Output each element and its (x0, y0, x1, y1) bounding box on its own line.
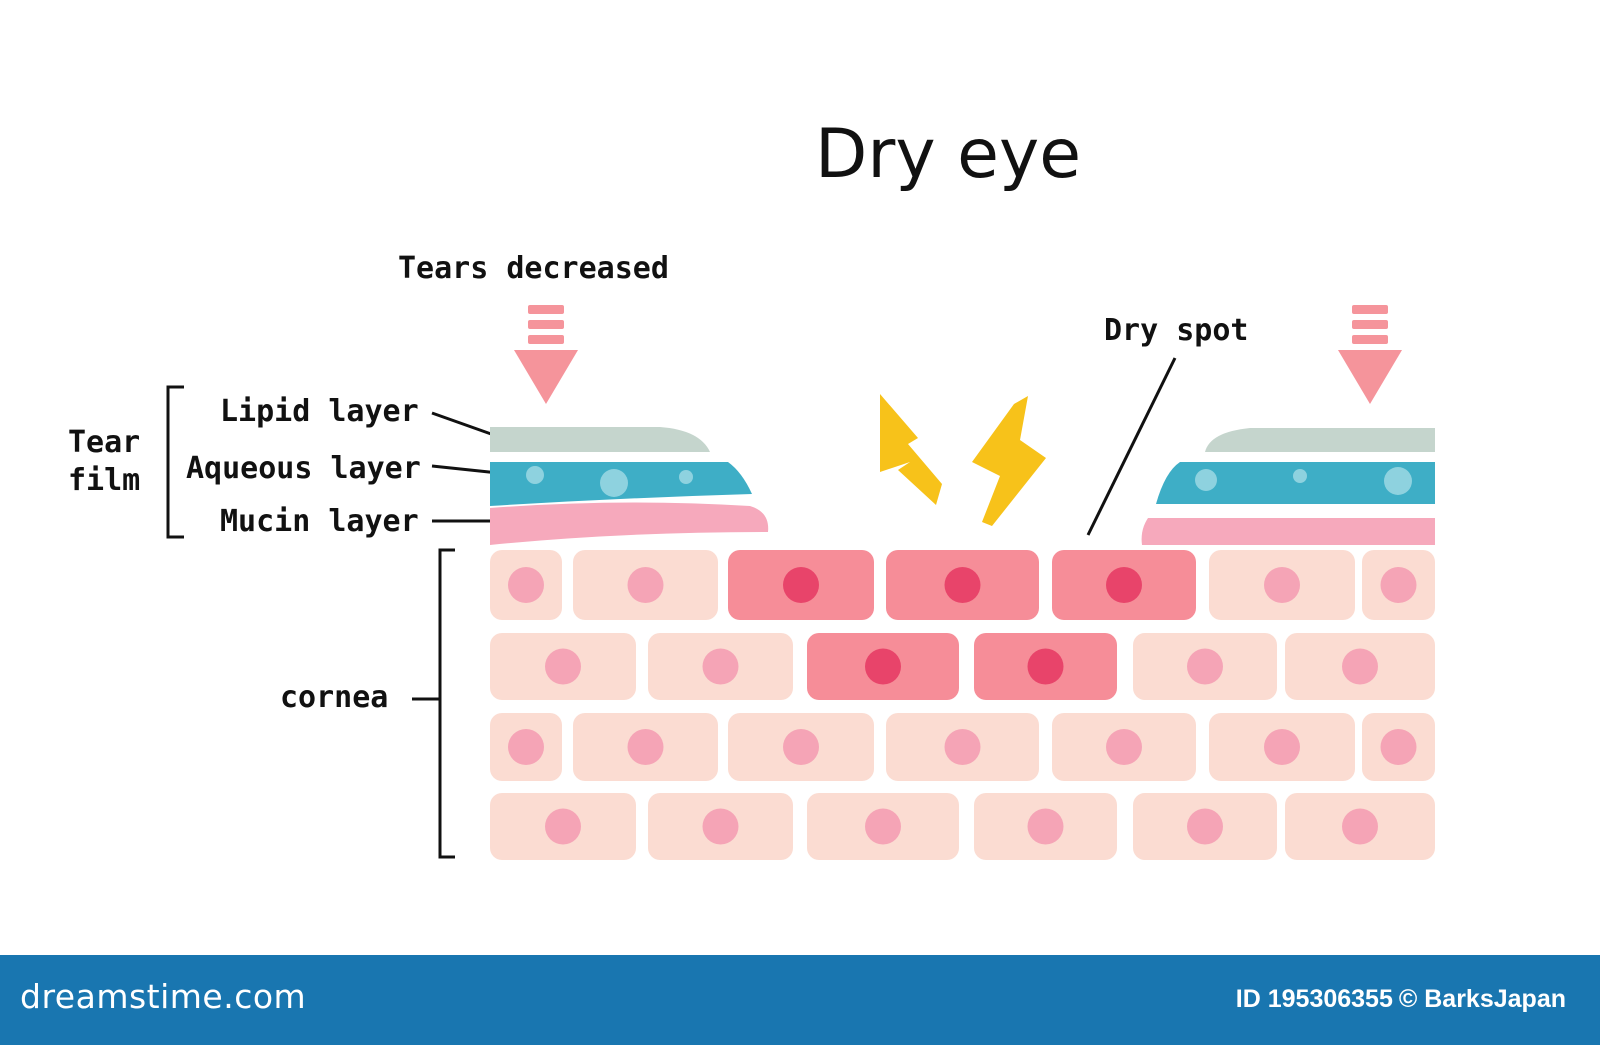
aqueous-droplet (1195, 469, 1217, 491)
cell-nucleus (1106, 567, 1142, 603)
image-id: ID 195306355 (1235, 985, 1393, 1013)
cornea-bracket (438, 548, 455, 859)
cell-nucleus (1187, 648, 1223, 685)
cell-nucleus (783, 567, 819, 603)
aqueous-droplet (526, 466, 544, 484)
lipid-layer-left (490, 427, 710, 452)
cell-nucleus (1342, 808, 1378, 845)
cell-nucleus (627, 567, 664, 603)
down-arrow-icon (1338, 305, 1402, 404)
dry-spot-pointer (1086, 357, 1177, 536)
cell-nucleus (1027, 648, 1064, 685)
aqueous-layer-right (1156, 462, 1435, 504)
cell-nucleus (508, 567, 544, 603)
cell-nucleus (865, 648, 901, 685)
lipid-layer-label: Lipid layer (220, 394, 419, 429)
cell-nucleus (944, 567, 981, 603)
cell-nucleus (702, 648, 739, 685)
cornea-label: cornea (280, 680, 388, 715)
cell-nucleus (1187, 808, 1223, 845)
mucin-layer-left (490, 502, 769, 545)
image-credit: ID 195306355© BarksJapan (1236, 985, 1572, 1014)
dry-eye-diagram: Dry eye Tears decreased Dry spot Tear fi… (68, 115, 1435, 860)
cell-nucleus (783, 729, 819, 765)
cell-nucleus (1264, 567, 1300, 603)
tear-film-label-line2: film (68, 463, 140, 498)
aqueous-droplet (1293, 469, 1307, 483)
cornea-cells (490, 550, 1435, 860)
cell-nucleus (1342, 648, 1378, 685)
cell-nucleus (1264, 729, 1300, 765)
aqueous-droplet (1384, 467, 1412, 495)
lightning-icon (972, 396, 1046, 526)
cell-nucleus (702, 808, 739, 845)
cell-nucleus (865, 808, 901, 845)
tears-decreased-label: Tears decreased (398, 251, 669, 286)
aqueous-droplet (679, 470, 693, 484)
tear-film-bracket (166, 385, 184, 539)
lightning-icon (880, 394, 942, 505)
tear-film-label-line1: Tear (68, 425, 140, 460)
dry-spot-label: Dry spot (1104, 313, 1249, 348)
cell-nucleus (545, 808, 581, 845)
cell-nucleus (545, 648, 581, 685)
cell-nucleus (508, 729, 544, 765)
cell-nucleus (627, 729, 664, 765)
cell-nucleus (1106, 729, 1142, 765)
cell-nucleus (1027, 808, 1064, 845)
mucin-layer-right (1141, 518, 1435, 545)
lipid-layer-right (1205, 428, 1435, 452)
cell-nucleus (1380, 729, 1417, 765)
aqueous-layer-label: Aqueous layer (186, 451, 421, 486)
diagram-title: Dry eye (815, 115, 1081, 194)
down-arrow-icon (514, 305, 578, 404)
footer-bar: dreamstime.com ID 195306355© BarksJapan (0, 955, 1600, 1045)
mucin-layer-label: Mucin layer (220, 504, 419, 539)
aqueous-droplet (600, 469, 628, 497)
cell-nucleus (1380, 567, 1417, 603)
author-credit: © BarksJapan (1398, 985, 1566, 1013)
cell-nucleus (944, 729, 981, 765)
dreamstime-logo[interactable]: dreamstime.com (20, 977, 307, 1016)
